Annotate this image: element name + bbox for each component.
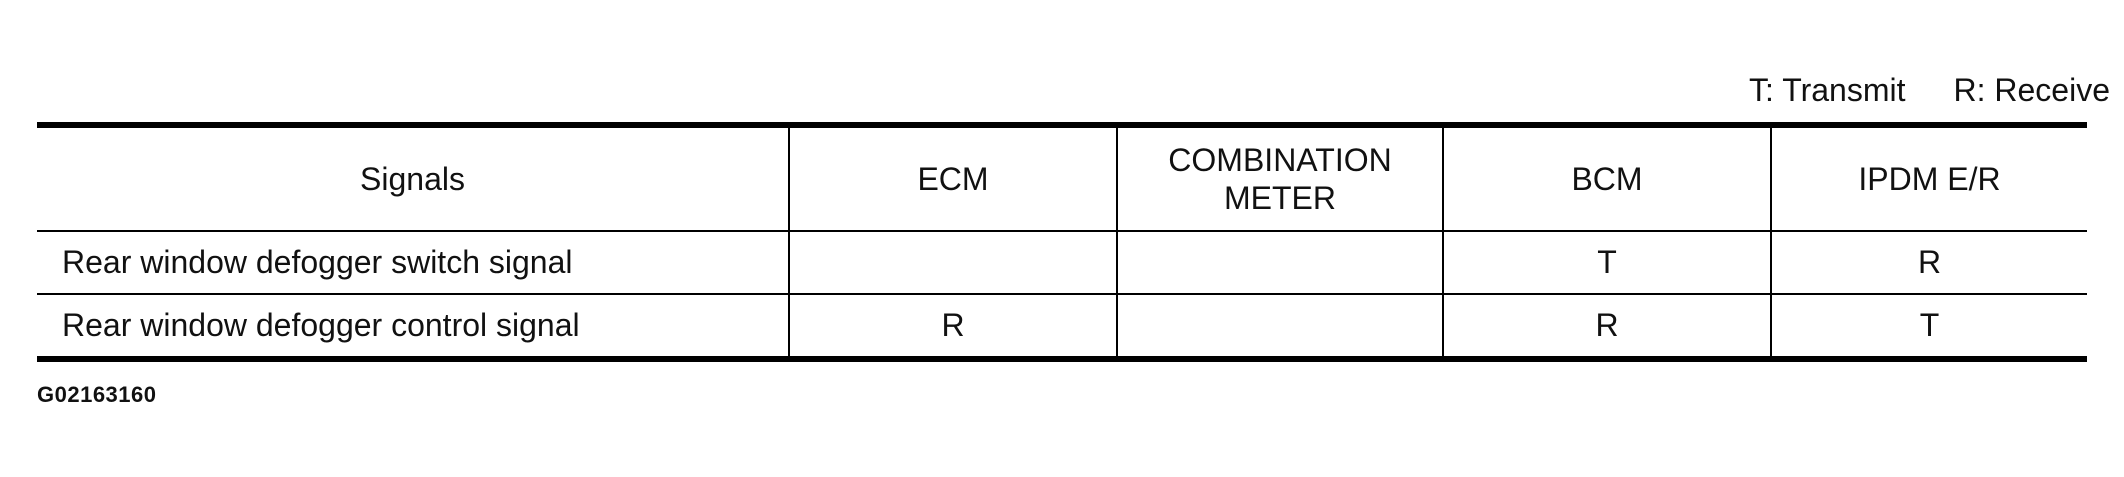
legend-transmit: T: Transmit: [1749, 72, 1906, 108]
cell-ecm: R: [788, 294, 1118, 359]
cell-bcm: R: [1442, 294, 1772, 359]
header-combination-meter-label: COMBINATION METER: [1168, 142, 1392, 216]
cell-ipdm-er: T: [1770, 294, 2087, 359]
figure-id: G02163160: [37, 382, 157, 407]
row-signal-name: Rear window defogger control signal: [37, 294, 790, 359]
header-ipdm-er: IPDM E/R: [1770, 125, 2087, 232]
header-combination-meter: COMBINATION METER: [1116, 125, 1444, 232]
table-header-row: Signals ECM COMBINATION METER BCM IPDM E…: [37, 125, 2087, 232]
row-signal-name: Rear window defogger switch signal: [37, 231, 790, 295]
legend: T: Transmit R: Receive: [1749, 70, 2110, 110]
signal-table: Signals ECM COMBINATION METER BCM IPDM E…: [37, 122, 2087, 362]
legend-receive: R: Receive: [1953, 72, 2111, 108]
header-signals: Signals: [37, 125, 790, 232]
header-bcm: BCM: [1442, 125, 1772, 232]
cell-ipdm-er: R: [1770, 231, 2087, 295]
header-ecm: ECM: [788, 125, 1118, 232]
table-row: Rear window defogger control signal R R …: [37, 294, 2087, 359]
cell-ecm: [788, 231, 1118, 295]
table-row: Rear window defogger switch signal T R: [37, 231, 2087, 295]
cell-combination-meter: [1116, 294, 1444, 359]
cell-bcm: T: [1442, 231, 1772, 295]
cell-combination-meter: [1116, 231, 1444, 295]
